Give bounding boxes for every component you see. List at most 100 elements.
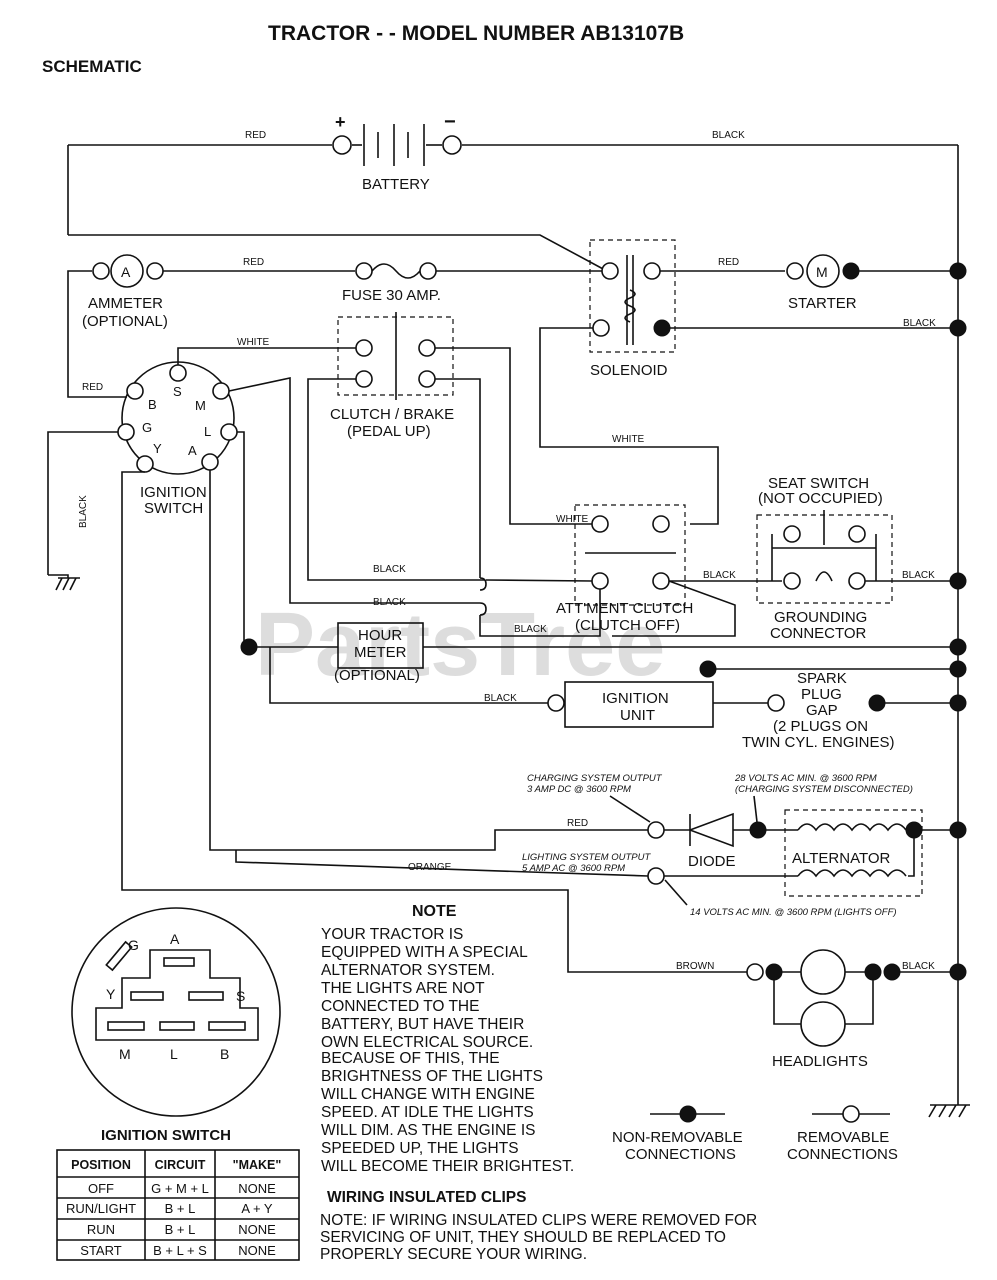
grounding-label: GROUNDING [774,609,867,626]
battery-minus: − [444,111,456,133]
spark-label-5: TWIN CYL. ENGINES) [742,734,895,751]
wire-label-black-battery: BLACK [712,130,745,141]
wire-label-black-headlights: BLACK [902,961,935,972]
ignition-switch-face: A G Y S M L B [71,907,281,1117]
wire-label-black-3: BLACK [514,624,547,635]
wire-label-black-seat-ground: BLACK [902,570,935,581]
charging-output-value: 3 AMP DC @ 3600 RPM [527,784,631,795]
wire-label-red-ammeter: RED [243,257,264,268]
battery-plus: + [335,112,346,132]
wire-label-black-solenoid: BLACK [903,318,936,329]
terminal-a: A [188,443,197,458]
note-line: SPEED. AT IDLE THE LIGHTS [321,1104,534,1121]
wire-label-white-ignition: WHITE [237,337,270,348]
table-cell: A + Y [241,1201,273,1216]
terminal-s: S [173,384,182,399]
clutch-brake-state: (PEDAL UP) [347,423,431,440]
hour-meter: HOUR METER (OPTIONAL) [240,622,958,684]
ignition-switch: S B M G L Y A IGNITION SWITCH [117,361,238,517]
ignition-table-caption: IGNITION SWITCH [101,1127,231,1144]
ignition-table: POSITION CIRCUIT "MAKE" OFF G + M + L NO… [56,1149,300,1261]
wire-label-red-ignition: RED [82,382,103,393]
ammeter-label: AMMETER [88,295,163,312]
solenoid-label: SOLENOID [590,362,668,379]
ignition-switch-label: IGNITION [140,484,207,501]
lighting-output-label: LIGHTING SYSTEM OUTPUT [522,852,651,863]
table-cell: NONE [238,1222,276,1237]
note-line: CONNECTED TO THE [321,998,479,1015]
attment-clutch-state: (CLUTCH OFF) [575,617,680,634]
note-line: OWN ELECTRICAL SOURCE. [321,1034,533,1051]
page-subtitle: SCHEMATIC [42,57,142,76]
hour-meter-optional: (OPTIONAL) [334,667,420,684]
note-line: WILL BECOME THEIR BRIGHTEST. [321,1158,574,1175]
wire-label-black-ground: BLACK [78,495,89,528]
starter-label: STARTER [788,295,857,312]
clips-note: WIRING INSULATED CLIPS NOTE: IF WIRING I… [320,1189,757,1263]
wire-label-white-attment: WHITE [556,514,589,525]
table-cell: G + M + L [151,1181,209,1196]
wire-label-white-solenoid: WHITE [612,434,645,445]
face-terminal-s: S [236,988,245,1004]
spark-label-1: SPARK [797,670,847,687]
wire-label-black-seat: BLACK [703,570,736,581]
ground-symbol-left [55,577,80,591]
ac-min-state: (CHARGING SYSTEM DISCONNECTED) [735,784,913,795]
table-cell: B + L [165,1201,196,1216]
note-line: YOUR TRACTOR IS [321,926,463,943]
face-terminal-b: B [220,1046,229,1062]
terminal-g: G [142,420,152,435]
note-line: BECAUSE OF THIS, THE [321,1050,500,1067]
ignition-unit-label: IGNITION [602,690,669,707]
note-line: BRIGHTNESS OF THE LIGHTS [321,1068,543,1085]
note-line: WILL DIM. AS THE ENGINE IS [321,1122,535,1139]
ground-symbol-right [928,1104,970,1118]
legend-removable-2: CONNECTIONS [787,1146,898,1163]
ignition-switch-label-2: SWITCH [144,500,203,517]
ammeter-symbol: A [121,264,131,280]
table-header: "MAKE" [233,1158,282,1172]
table-cell: START [80,1243,121,1258]
legend-non-removable-2: CONNECTIONS [625,1146,736,1163]
wire-label-red-charging: RED [567,818,588,829]
face-terminal-m: M [119,1046,131,1062]
diode: DIODE [647,812,767,870]
legend-non-removable: NON-REMOVABLE [612,1129,743,1146]
clips-line: NOTE: IF WIRING INSULATED CLIPS WERE REM… [320,1212,757,1229]
battery-label: BATTERY [362,176,430,193]
face-terminal-l: L [170,1046,178,1062]
alternator-label: ALTERNATOR [792,850,891,867]
table-cell: RUN [87,1222,115,1237]
wire-label-red-starter: RED [718,257,739,268]
ignition-unit-label-2: UNIT [620,707,655,724]
seat-switch-state: (NOT OCCUPIED) [758,490,883,507]
ground-bus-connections [949,262,967,981]
headlights: HEADLIGHTS [746,949,958,1070]
spark-plug: SPARK PLUG GAP (2 PLUGS ON TWIN CYL. ENG… [742,670,958,751]
headlights-label: HEADLIGHTS [772,1053,868,1070]
table-cell: B + L [165,1222,196,1237]
battery: + − BATTERY [68,111,958,193]
alternator: ALTERNATOR [664,809,958,897]
lighting-output-value: 5 AMP AC @ 3600 RPM [522,863,625,874]
clips-line: PROPERLY SECURE YOUR WIRING. [320,1246,587,1263]
fuse-label: FUSE 30 AMP. [342,287,441,304]
face-terminal-a: A [170,931,180,947]
wire-label-brown: BROWN [676,961,714,972]
table-header: CIRCUIT [155,1158,206,1172]
wire-label-orange: ORANGE [408,862,452,873]
clutch-brake-switch: CLUTCH / BRAKE (PEDAL UP) [330,312,454,440]
hour-meter-label-2: METER [354,644,407,661]
spark-label-2: PLUG [801,686,842,703]
wire-label-black-ignition-unit: BLACK [484,693,517,704]
hour-meter-label: HOUR [358,627,402,644]
note-block: NOTE YOUR TRACTOR IS EQUIPPED WITH A SPE… [321,903,574,1175]
legend: NON-REMOVABLE CONNECTIONS REMOVABLE CONN… [612,1105,898,1163]
table-header: POSITION [71,1158,131,1172]
wire-label-black-1: BLACK [373,564,406,575]
terminal-y: Y [153,441,162,456]
note-line: SPEEDED UP, THE LIGHTS [321,1140,519,1157]
ammeter: A AMMETER (OPTIONAL) [67,254,355,390]
diode-label: DIODE [688,853,736,870]
